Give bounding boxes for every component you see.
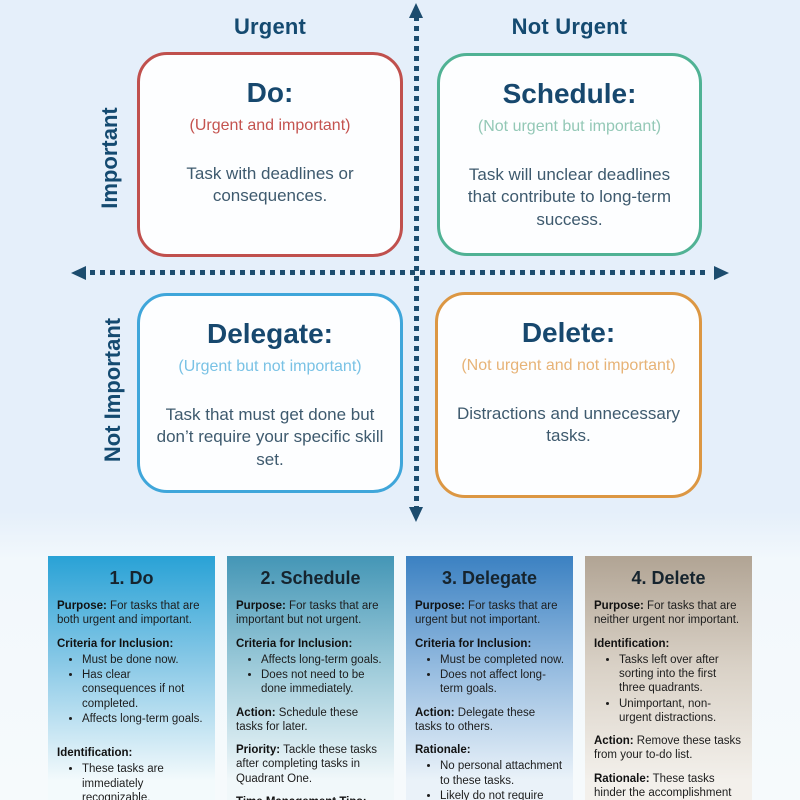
section-label: Purpose: [415,600,465,612]
bullet-list: No personal attachment to these tasks.Li… [415,759,564,800]
section-criteria-for-inclusion: Criteria for Inclusion: Affects long-term… [236,637,385,697]
table-column-do-body: Purpose: For tasks that are both urgent … [57,599,206,800]
quadrant-detail-table: 1. Do Purpose: For tasks that are both u… [48,556,752,800]
section-label: Action: [415,706,455,719]
bullet-list: These tasks are immediately recognizable… [57,762,206,800]
section-purpose: Purpose: For tasks that are important bu… [236,600,379,627]
bullet-item: Affects long-term goals. [261,653,385,667]
bullet-item: Has clear consequences if not completed. [82,668,206,711]
quadrant-delete: Delete: (Not urgent and not important) D… [435,292,702,498]
row-label-not-important: Not Important [100,317,125,463]
row-label-important: Important [97,107,122,209]
axis-arrow-left-icon [71,265,86,280]
section-time-management-tips: Time Management Tips:Use the Pareto prin… [236,795,385,800]
section-criteria-for-inclusion: Criteria for Inclusion: Must be completed… [415,637,564,697]
bullet-list: Affects long-term goals.Does not need to… [236,653,385,697]
quadrant-do-subtitle: (Urgent and important) [189,117,351,135]
bullet-item: These tasks are immediately recognizable… [82,762,206,800]
quadrant-do-title: Do: [246,77,294,108]
section-label: Criteria for Inclusion: [236,637,353,650]
section-rationale: Rationale: These tasks hinder the accomp… [594,772,732,799]
bullet-item: Must be completed now. [440,653,564,667]
table-column-delete-body: Purpose: For tasks that are neither urge… [594,599,743,800]
section-label: Criteria for Inclusion: [415,637,532,650]
section-criteria-for-inclusion: Criteria for Inclusion: Must be done now.… [57,637,206,727]
section-label: Identification: [594,637,670,650]
bullet-item: Tasks left over after sorting into the f… [619,653,743,696]
section-action: Action: Schedule these tasks for later. [236,706,359,733]
section-purpose: Purpose: For tasks that are neither urge… [594,600,740,627]
table-column-do: 1. Do Purpose: For tasks that are both u… [48,556,215,800]
quadrant-delegate-title: Delegate: [206,318,334,349]
quadrant-schedule-description: Task will unclear deadlines that contrib… [467,165,672,229]
table-column-delegate-header: 3. Delegate [441,568,538,588]
axis-arrow-right-icon [714,265,729,280]
table-column-schedule-header: 2. Schedule [260,568,361,588]
table-column-delegate-body: Purpose: For tasks that are urgent but n… [415,599,564,800]
quadrant-schedule-subtitle: (Not urgent but important) [477,118,662,136]
section-purpose: Purpose: For tasks that are urgent but n… [415,600,558,627]
table-column-schedule: 2. Schedule Purpose: For tasks that are … [227,556,394,800]
quadrant-delegate-subtitle: (Urgent but not important) [178,358,362,376]
section-label: Priority: [236,744,281,756]
bullet-item: Must be done now. [82,653,206,667]
section-label: Rationale: [415,744,471,756]
section-label: Time Management Tips: [236,796,367,800]
quadrant-delegate: Delegate: (Urgent but not important) Tas… [137,293,403,493]
quadrant-do-description: Task with deadlines or consequences. [186,164,354,206]
quadrant-delete-title: Delete: [521,317,616,348]
section-label: Action: [594,735,634,747]
table-column-delegate: 3. Delegate Purpose: For tasks that are … [406,556,573,800]
section-label: Purpose: [57,600,107,612]
bullet-list: Must be completed now.Does not affect lo… [415,653,564,697]
bullet-item: Likely do not require your specific skil… [440,789,564,800]
quadrant-do: Do: (Urgent and important) Task with dea… [137,52,403,257]
section-label: Purpose: [236,600,286,612]
section-label: Purpose: [594,600,644,612]
quadrant-delegate-description: Task that must get done but don’t requir… [156,405,384,469]
table-column-delete-header: 4. Delete [631,568,706,588]
section-identification: Identification: Tasks left over after sor… [594,637,743,726]
bullet-item: Affects long-term goals. [82,712,206,726]
quadrant-delete-subtitle: (Not urgent and not important) [461,357,676,375]
table-column-do-header: 1. Do [109,568,154,588]
table-column-schedule-body: Purpose: For tasks that are important bu… [236,599,385,800]
vertical-axis-dotted-line [414,16,419,510]
bullet-item: Unimportant, non-urgent distractions. [619,697,743,726]
column-label-not-urgent: Not Urgent [511,14,628,39]
section-purpose: Purpose: For tasks that are both urgent … [57,600,200,627]
quadrant-schedule: Schedule: (Not urgent but important) Tas… [437,53,702,256]
column-label-urgent: Urgent [233,14,307,39]
bullet-item: No personal attachment to these tasks. [440,759,564,788]
bullet-item: Does not need to be done immediately. [261,668,385,697]
section-priority: Priority: Tackle these tasks after compl… [236,744,378,785]
quadrant-schedule-title: Schedule: [502,78,637,109]
quadrant-delete-description: Distractions and unnecessary tasks. [456,404,680,446]
section-action: Action: Delegate these tasks to others. [415,706,536,733]
axis-arrow-down-icon [409,507,423,522]
section-label: Action: [236,706,276,719]
section-identification: Identification: These tasks are immediate… [57,746,206,800]
section-label: Identification: [57,747,133,759]
section-label: Criteria for Inclusion: [57,637,174,650]
bullet-list: Must be done now.Has clear consequences … [57,653,206,726]
table-column-delete: 4. Delete Purpose: For tasks that are ne… [585,556,752,800]
section-label: Rationale: [594,772,650,785]
section-rationale: Rationale: No personal attachment to thes… [415,743,564,800]
bullet-item: Does not affect long-term goals. [440,668,564,697]
axis-arrow-up-icon [409,3,423,18]
horizontal-axis-dotted-line [90,270,710,275]
bullet-list: Tasks left over after sorting into the f… [594,653,743,725]
section-action: Action: Remove these tasks from your to-… [594,735,741,762]
